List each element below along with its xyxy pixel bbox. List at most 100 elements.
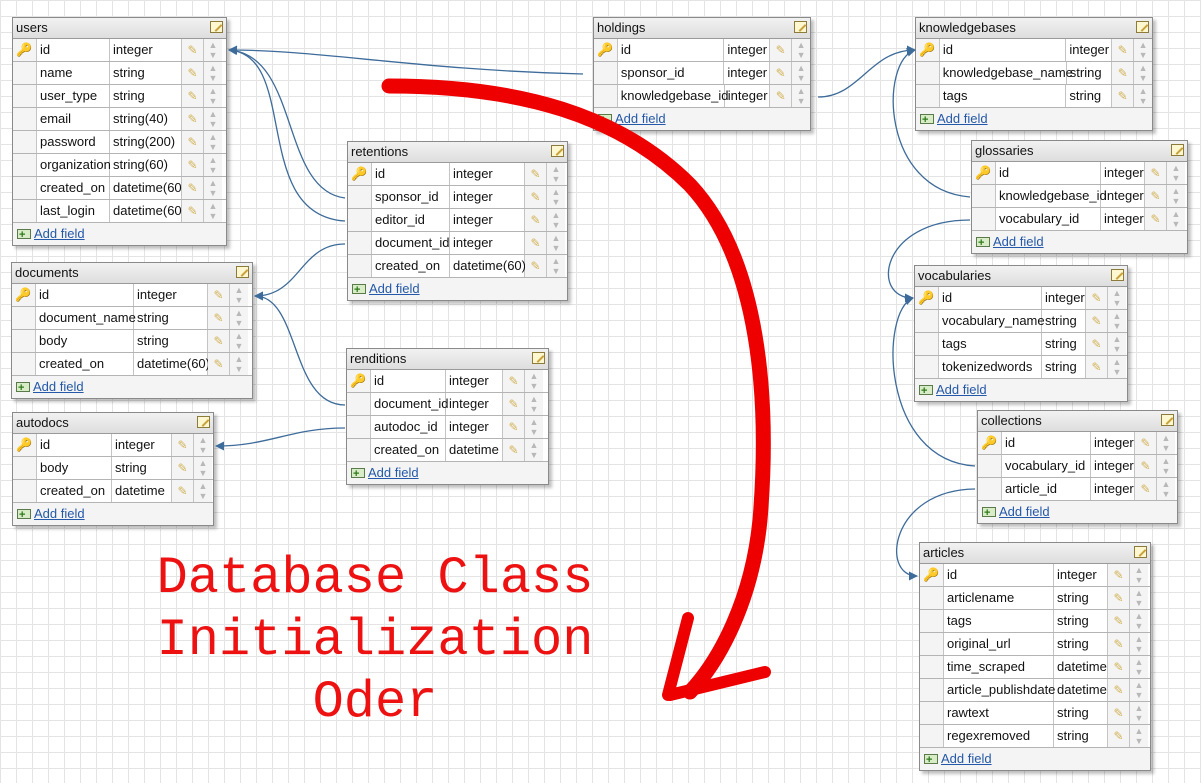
add-field-link[interactable]: Add field xyxy=(368,465,419,480)
edit-table-icon[interactable] xyxy=(210,21,223,33)
edit-field-icon[interactable]: ✎ xyxy=(770,85,793,107)
edit-field-icon[interactable]: ✎ xyxy=(1086,333,1108,355)
edit-field-icon[interactable]: ✎ xyxy=(525,209,547,231)
add-field-icon[interactable] xyxy=(351,463,365,485)
edit-field-icon[interactable]: ✎ xyxy=(182,85,204,107)
add-field-icon[interactable] xyxy=(16,377,30,399)
edit-field-icon[interactable]: ✎ xyxy=(182,177,204,199)
edit-field-icon[interactable]: ✎ xyxy=(1086,356,1108,378)
add-field-link[interactable]: Add field xyxy=(34,506,85,521)
edit-field-icon[interactable]: ✎ xyxy=(503,416,525,438)
reorder-icon[interactable]: ▲▼ xyxy=(204,154,222,176)
reorder-icon[interactable]: ▲▼ xyxy=(204,85,222,107)
add-field-icon[interactable] xyxy=(920,109,934,131)
edit-field-icon[interactable]: ✎ xyxy=(1112,39,1135,61)
edit-field-icon[interactable]: ✎ xyxy=(182,131,204,153)
reorder-icon[interactable]: ▲▼ xyxy=(525,416,543,438)
edit-table-icon[interactable] xyxy=(794,21,807,33)
reorder-icon[interactable]: ▲▼ xyxy=(1130,656,1148,678)
reorder-icon[interactable]: ▲▼ xyxy=(525,393,543,415)
reorder-icon[interactable]: ▲▼ xyxy=(1167,208,1185,230)
table-header[interactable]: articles xyxy=(920,543,1150,564)
edit-field-icon[interactable]: ✎ xyxy=(208,284,230,306)
add-field-link[interactable]: Add field xyxy=(941,751,992,766)
reorder-icon[interactable]: ▲▼ xyxy=(230,353,248,375)
edit-field-icon[interactable]: ✎ xyxy=(182,154,204,176)
edit-table-icon[interactable] xyxy=(1136,21,1149,33)
reorder-icon[interactable]: ▲▼ xyxy=(547,209,565,231)
table-header[interactable]: knowledgebases xyxy=(916,18,1152,39)
reorder-icon[interactable]: ▲▼ xyxy=(194,480,212,502)
table-header[interactable]: users xyxy=(13,18,226,39)
edit-table-icon[interactable] xyxy=(1111,269,1124,281)
edit-table-icon[interactable] xyxy=(197,416,210,428)
add-field-link[interactable]: Add field xyxy=(34,226,85,241)
reorder-icon[interactable]: ▲▼ xyxy=(1108,310,1126,332)
table-header[interactable]: glossaries xyxy=(972,141,1187,162)
edit-field-icon[interactable]: ✎ xyxy=(172,480,194,502)
add-field-link[interactable]: Add field xyxy=(993,234,1044,249)
reorder-icon[interactable]: ▲▼ xyxy=(1157,432,1175,454)
edit-field-icon[interactable]: ✎ xyxy=(1108,725,1130,747)
reorder-icon[interactable]: ▲▼ xyxy=(547,232,565,254)
table-header[interactable]: autodocs xyxy=(13,413,213,434)
edit-field-icon[interactable]: ✎ xyxy=(1108,679,1130,701)
edit-table-icon[interactable] xyxy=(551,145,564,157)
reorder-icon[interactable]: ▲▼ xyxy=(204,177,222,199)
reorder-icon[interactable]: ▲▼ xyxy=(204,200,222,222)
reorder-icon[interactable]: ▲▼ xyxy=(204,62,222,84)
reorder-icon[interactable]: ▲▼ xyxy=(1134,39,1152,61)
add-field-link[interactable]: Add field xyxy=(615,111,666,126)
edit-field-icon[interactable]: ✎ xyxy=(182,200,204,222)
reorder-icon[interactable]: ▲▼ xyxy=(194,457,212,479)
reorder-icon[interactable]: ▲▼ xyxy=(1167,162,1185,184)
add-field-link[interactable]: Add field xyxy=(33,379,84,394)
table-header[interactable]: collections xyxy=(978,411,1177,432)
table-header[interactable]: retentions xyxy=(348,142,567,163)
reorder-icon[interactable]: ▲▼ xyxy=(547,255,565,277)
reorder-icon[interactable]: ▲▼ xyxy=(1108,333,1126,355)
add-field-icon[interactable] xyxy=(17,224,31,246)
reorder-icon[interactable]: ▲▼ xyxy=(1108,356,1126,378)
reorder-icon[interactable]: ▲▼ xyxy=(1134,85,1152,107)
table-header[interactable]: holdings xyxy=(594,18,810,39)
edit-field-icon[interactable]: ✎ xyxy=(172,434,194,456)
reorder-icon[interactable]: ▲▼ xyxy=(792,62,810,84)
reorder-icon[interactable]: ▲▼ xyxy=(525,370,543,392)
edit-table-icon[interactable] xyxy=(1134,546,1147,558)
edit-field-icon[interactable]: ✎ xyxy=(1108,564,1130,586)
reorder-icon[interactable]: ▲▼ xyxy=(1130,610,1148,632)
edit-field-icon[interactable]: ✎ xyxy=(770,62,793,84)
add-field-icon[interactable] xyxy=(976,232,990,254)
edit-field-icon[interactable]: ✎ xyxy=(770,39,793,61)
edit-field-icon[interactable]: ✎ xyxy=(1108,610,1130,632)
edit-field-icon[interactable]: ✎ xyxy=(525,163,547,185)
reorder-icon[interactable]: ▲▼ xyxy=(204,131,222,153)
